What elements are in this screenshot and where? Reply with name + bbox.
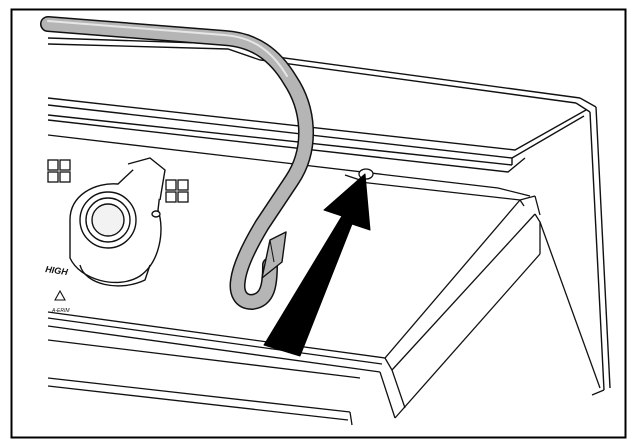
housing-lid: [47, 37, 611, 391]
knob-label: HIGH: [45, 264, 69, 277]
direction-arrow: [263, 173, 371, 357]
small-label: A-ERIM: [51, 308, 70, 314]
button-grid-left: [47, 159, 71, 183]
control-panel: [47, 134, 605, 426]
figure-frame: [10, 8, 627, 439]
warning-triangle-icon: [54, 289, 66, 301]
wire-hook: [40, 16, 315, 310]
button-grid-right: [165, 179, 189, 203]
rotary-knob: [69, 157, 166, 287]
